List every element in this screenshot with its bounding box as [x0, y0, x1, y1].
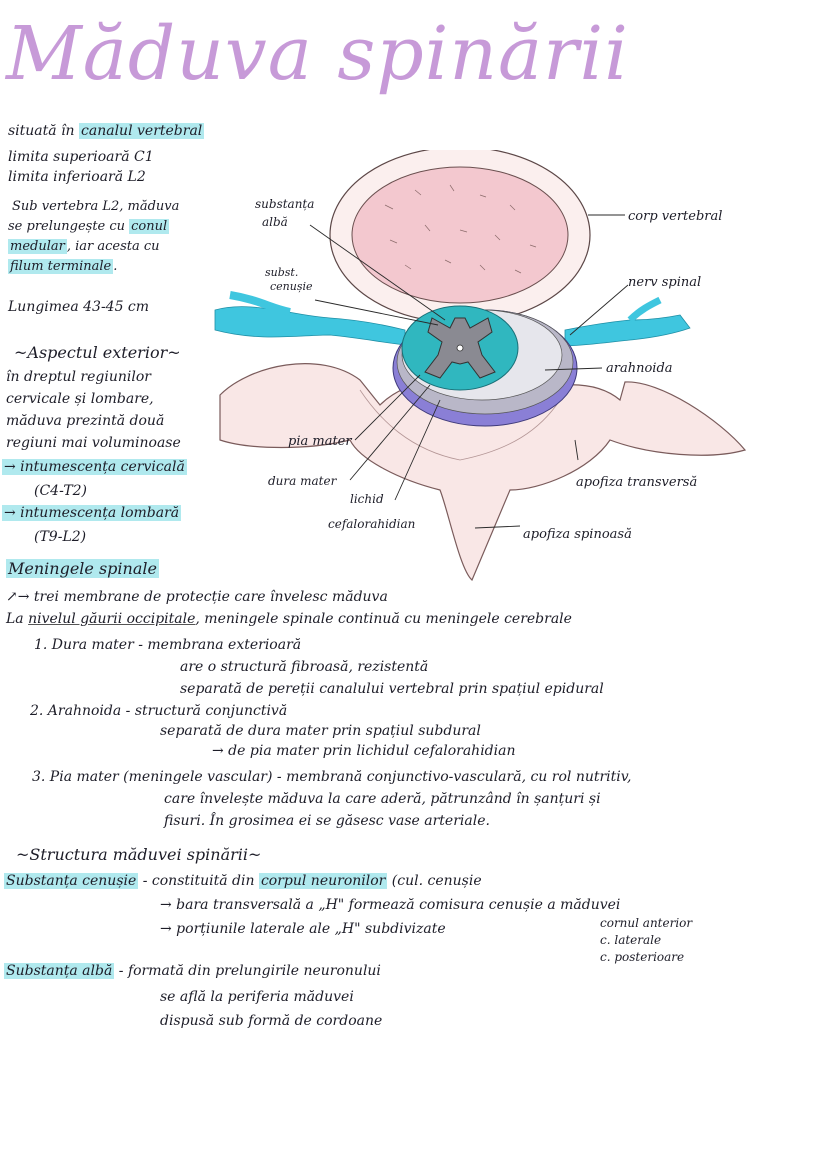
pia-line-2: care învelește măduva la care aderă, păt…: [164, 791, 601, 807]
grey-matter-line-3: → porțiunile laterale ale „H" subdivizat…: [160, 921, 446, 937]
label-arachnoid: arahnoida: [606, 361, 673, 376]
intro-para-1: Sub vertebra L2, măduva: [12, 199, 180, 214]
arachnoid-line-2: separată de dura mater prin spațiul subd…: [160, 723, 481, 739]
label-grey-matter-2: cenușie: [270, 280, 313, 293]
page-title: Măduva spinării: [6, 11, 629, 97]
label-transverse-process: apofiza transversă: [576, 475, 697, 490]
white-matter-line-2: se află la periferia măduvei: [160, 989, 354, 1005]
exterior-line-2: cervicale și lombare,: [6, 391, 154, 407]
lumbar-enlargement: → intumescența lombară: [2, 505, 182, 521]
label-white-matter-1: substanța: [255, 197, 314, 211]
exterior-line-4: regiuni mai voluminoase: [6, 435, 181, 451]
intro-line-2: limita superioară C1: [8, 149, 154, 165]
label-dura-mater: dura mater: [268, 474, 338, 488]
spinal-cord-cross-section: substanța albă subst. cenușie corp verte…: [214, 150, 747, 581]
dura-line-3: separată de pereții canalului vertebral …: [180, 681, 604, 697]
horn-anterior: cornul anterior: [600, 916, 693, 930]
grey-matter-line-1: Substanța cenușie - constituită din corp…: [4, 873, 482, 889]
intro-para-4: filum terminale.: [8, 259, 118, 274]
label-vertebral-body: corp vertebral: [628, 209, 722, 224]
cervical-enlargement: → intumescența cervicală: [2, 459, 187, 475]
pia-line-1: 3. Pia mater (meningele vascular) - memb…: [32, 769, 632, 785]
intro-line-1: situată în canalul vertebral: [8, 123, 205, 139]
lumbar-range: (T9-L2): [34, 529, 87, 545]
spinal-nerve-right: [564, 314, 691, 347]
white-matter-line-1: Substanța albă - formată din prelungiril…: [4, 963, 381, 979]
grey-matter-line-2: → bara transversală a „H" formează comis…: [160, 897, 621, 913]
label-grey-matter-1: subst.: [265, 266, 298, 279]
pia-line-3: fisuri. În grosimea ei se găsesc vase ar…: [164, 813, 490, 829]
exterior-heading: ~Aspectul exterior~: [14, 343, 181, 362]
structure-heading: ~Structura măduvei spinării~: [16, 845, 262, 864]
label-spinal-nerve: nerv spinal: [628, 275, 701, 290]
dura-line-2: are o structură fibroasă, rezistentă: [180, 659, 429, 675]
arachnoid-line-1: 2. Arahnoida - structură conjunctivă: [30, 703, 288, 719]
cervical-range: (C4-T2): [34, 483, 88, 499]
horn-posterior: c. posterioare: [600, 950, 685, 964]
dura-line-1: 1. Dura mater - membrana exterioară: [34, 637, 302, 653]
vertebral-body-inner: [351, 166, 569, 304]
meninges-line-1: ↗→ trei membrane de protecție care învel…: [6, 589, 388, 605]
intro-para-3: medular, iar acesta cu: [8, 239, 160, 254]
white-matter-line-3: dispusă sub formă de cordoane: [160, 1013, 383, 1029]
length-text: Lungimea 43-45 cm: [8, 299, 150, 315]
label-white-matter-2: albă: [262, 215, 288, 229]
label-pia-mater: pia mater: [288, 434, 352, 449]
intro-para-2: se prelungește cu conul: [8, 219, 170, 234]
label-csf-1: lichid: [350, 492, 384, 506]
highlight-canal: canalul vertebral: [79, 123, 205, 139]
meninges-heading: Meningele spinale: [6, 559, 159, 578]
arachnoid-line-3: → de pia mater prin lichidul cefalorahid…: [212, 743, 516, 759]
label-csf-2: cefalorahidian: [328, 517, 415, 531]
horn-lateral: c. laterale: [600, 933, 662, 947]
intro-line-3: limita inferioară L2: [8, 169, 146, 185]
label-spinous-process: apofiza spinoasă: [523, 527, 632, 542]
meninges-line-2: La nivelul găurii occipitale, meningele …: [6, 611, 572, 627]
exterior-line-1: în dreptul regiunilor: [6, 369, 151, 385]
exterior-line-3: măduva prezintă două: [6, 413, 165, 429]
